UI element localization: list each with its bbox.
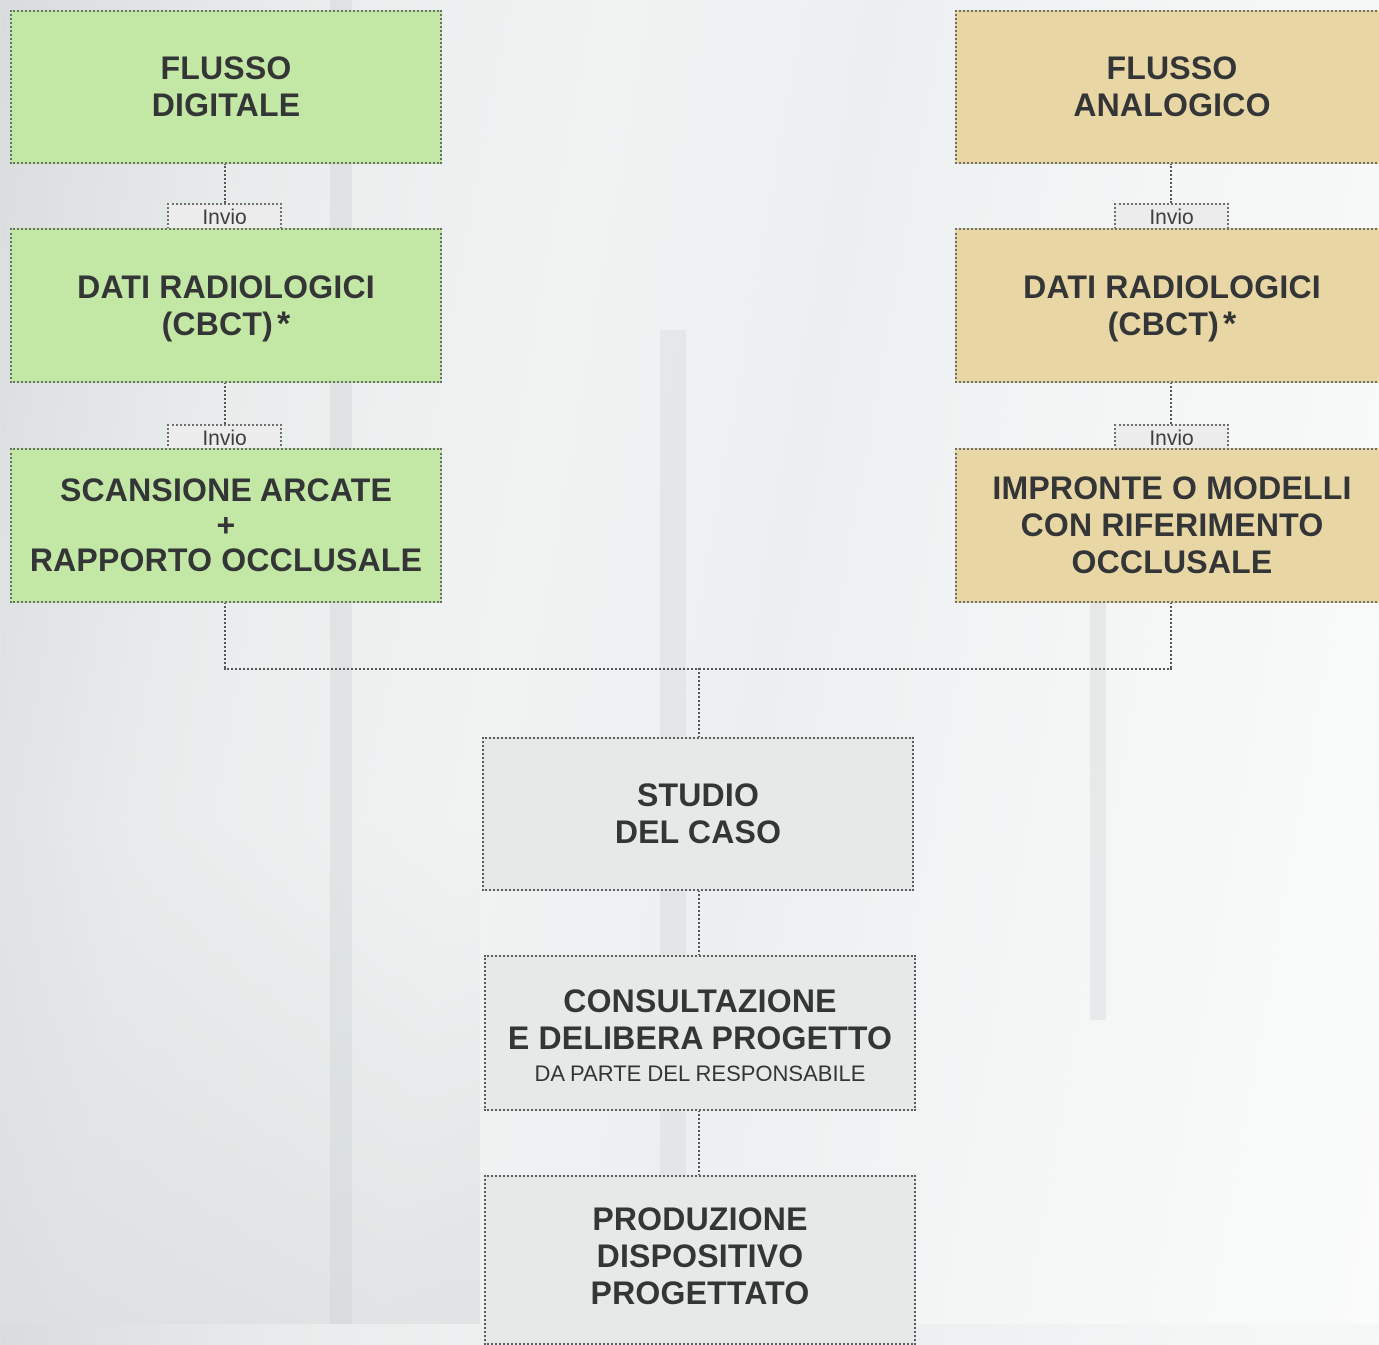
connector-analog-3 xyxy=(1170,602,1172,668)
asterisk-icon: * xyxy=(1222,304,1237,343)
connector-shared-1 xyxy=(698,890,700,956)
analog-impressions-title: IMPRONTE O MODELLI CON RIFERIMENTO OCCLU… xyxy=(992,470,1352,580)
production-box: PRODUZIONE DISPOSITIVO PROGETTATO xyxy=(484,1175,916,1345)
analog-impressions-box: IMPRONTE O MODELLI CON RIFERIMENTO OCCLU… xyxy=(955,448,1379,603)
background-door-frame-right xyxy=(1090,600,1106,1020)
connector-digital-2 xyxy=(224,382,226,424)
digital-flow-header-box: FLUSSO DIGITALE xyxy=(10,10,442,164)
connector-analog-1 xyxy=(1170,163,1172,203)
case-study-title: STUDIO DEL CASO xyxy=(614,777,782,850)
asterisk-icon: * xyxy=(276,304,291,343)
connector-shared-2 xyxy=(698,1110,700,1176)
background-window-frame-left xyxy=(330,0,352,1324)
consultation-box: CONSULTAZIONE E DELIBERA PROGETTO DA PAR… xyxy=(484,955,916,1111)
connector-merge-down xyxy=(698,668,700,738)
analog-radiology-title: DATI RADIOLOGICI (CBCT)* xyxy=(1023,269,1321,343)
analog-flow-header: FLUSSO ANALOGICO xyxy=(1073,50,1271,123)
digital-radiology-box: DATI RADIOLOGICI (CBCT)* xyxy=(10,228,442,383)
case-study-box: STUDIO DEL CASO xyxy=(482,737,914,891)
analog-flow-header-box: FLUSSO ANALOGICO xyxy=(955,10,1379,164)
analog-radiology-box: DATI RADIOLOGICI (CBCT)* xyxy=(955,228,1379,383)
production-title: PRODUZIONE DISPOSITIVO PROGETTATO xyxy=(590,1201,810,1311)
consultation-note: DA PARTE DEL RESPONSABILE xyxy=(534,1060,866,1086)
digital-scan-box: SCANSIONE ARCATE + RAPPORTO OCCLUSALE xyxy=(10,448,442,603)
digital-flow-header: FLUSSO DIGITALE xyxy=(151,50,301,123)
consultation-title: CONSULTAZIONE E DELIBERA PROGETTO xyxy=(507,982,893,1056)
connector-analog-2 xyxy=(1170,382,1172,424)
connector-digital-1 xyxy=(224,163,226,203)
digital-scan-title: SCANSIONE ARCATE + RAPPORTO OCCLUSALE xyxy=(29,472,423,578)
digital-radiology-text: DATI RADIOLOGICI (CBCT) xyxy=(77,268,375,342)
connector-digital-3 xyxy=(224,602,226,668)
background-floor-shade xyxy=(0,820,480,1324)
digital-radiology-title: DATI RADIOLOGICI (CBCT)* xyxy=(77,269,375,343)
analog-radiology-text: DATI RADIOLOGICI (CBCT) xyxy=(1023,268,1321,342)
